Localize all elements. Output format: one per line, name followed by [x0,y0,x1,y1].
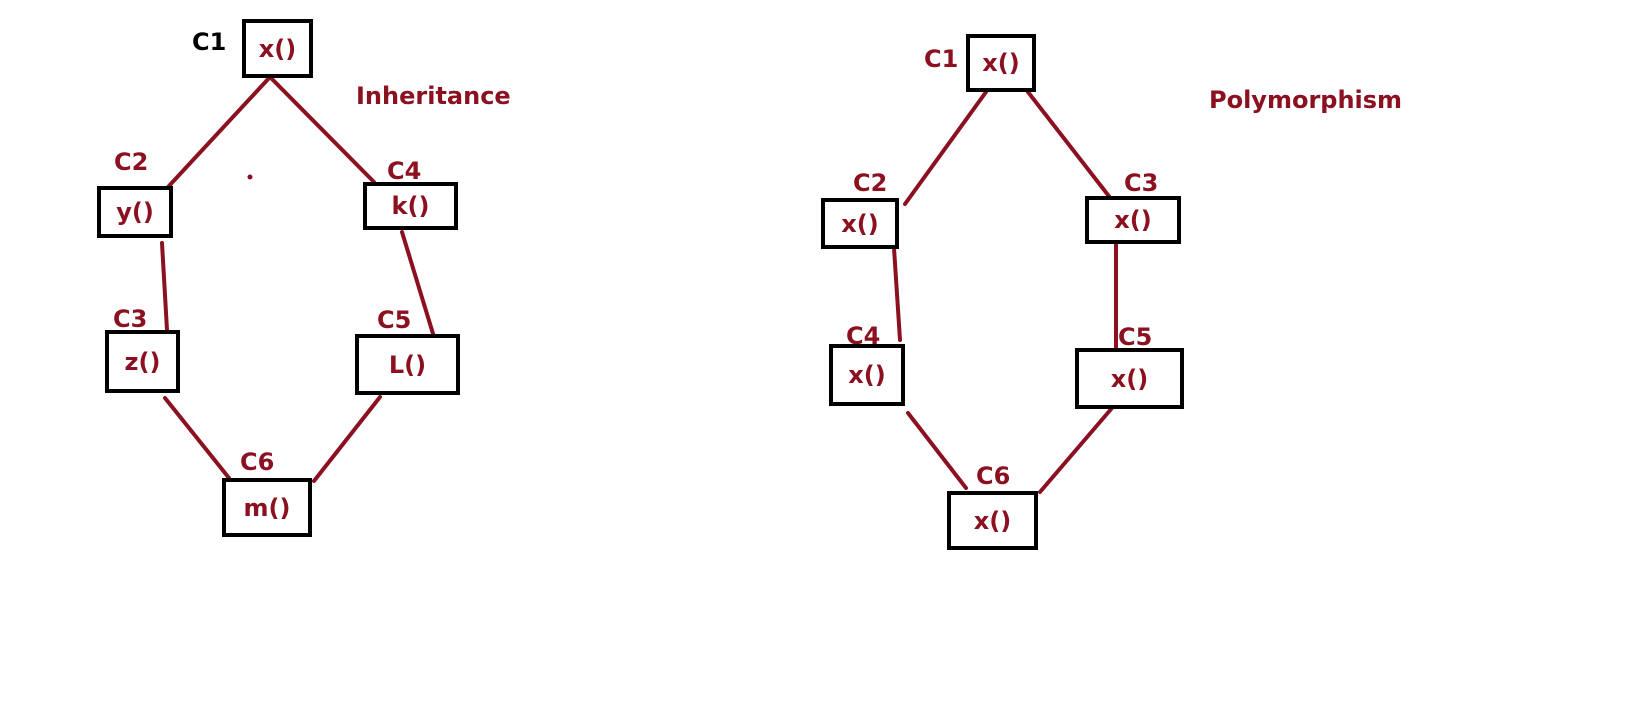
polymorphism-edge-c4-c6 [906,411,968,490]
inheritance-c1-method: x() [258,34,297,63]
inheritance-c2-method: y() [116,198,154,226]
polymorphism-edge-c2-c4 [892,246,902,342]
polymorphism-c3-label: C3 [1124,169,1159,197]
polymorphism-c1-box: x() [966,34,1036,92]
inheritance-c5-box: L() [355,334,460,395]
inheritance-c3-label: C3 [113,305,148,333]
inheritance-c2-label: C2 [114,148,149,176]
stray-dot [247,174,253,180]
polymorphism-c4-method: x() [848,361,886,389]
inheritance-c5-method: L() [388,350,427,379]
polymorphism-edge-c5-c6 [1038,406,1114,494]
inheritance-c3-method: z() [124,347,161,376]
inheritance-c3-box: z() [105,330,180,393]
polymorphism-c6-label: C6 [976,462,1011,490]
polymorphism-c1-label: C1 [924,45,959,73]
polymorphism-c5-box: x() [1075,348,1184,409]
polymorphism-c5-method: x() [1110,364,1149,393]
polymorphism-c4-box: x() [829,344,905,406]
polymorphism-c3-box: x() [1085,196,1181,244]
polymorphism-c1-method: x() [982,49,1020,77]
polymorphism-c5-label: C5 [1118,323,1153,351]
inheritance-c4-label: C4 [387,157,422,185]
inheritance-edge-c1-c4 [268,75,376,184]
polymorphism-c2-label: C2 [853,169,888,197]
inheritance-edge-c4-c5 [400,230,436,339]
inheritance-title: Inheritance [356,82,511,110]
polymorphism-c6-box: x() [947,491,1038,550]
polymorphism-c2-method: x() [841,209,879,238]
inheritance-c4-method: k() [391,192,430,220]
polymorphism-edge-c1-c2 [903,90,988,206]
inheritance-c6-box: m() [222,478,312,537]
inheritance-c2-box: y() [97,186,173,238]
inheritance-edge-c5-c6 [312,395,382,483]
inheritance-edge-c3-c6 [163,396,231,480]
inheritance-edge-c1-c2 [166,75,272,189]
inheritance-c5-label: C5 [377,306,412,334]
inheritance-c1-box: x() [242,19,313,78]
inheritance-c1-label: C1 [192,28,227,56]
inheritance-c6-method: m() [243,493,291,522]
polymorphism-c6-method: x() [973,506,1012,535]
polymorphism-c2-box: x() [821,198,899,249]
inheritance-edge-c2-c3 [160,241,169,332]
inheritance-c4-box: k() [363,182,458,230]
polymorphism-title: Polymorphism [1209,86,1403,114]
inheritance-c6-label: C6 [240,448,275,476]
polymorphism-edge-c1-c3 [1026,90,1117,206]
polymorphism-c3-method: x() [1114,206,1152,234]
